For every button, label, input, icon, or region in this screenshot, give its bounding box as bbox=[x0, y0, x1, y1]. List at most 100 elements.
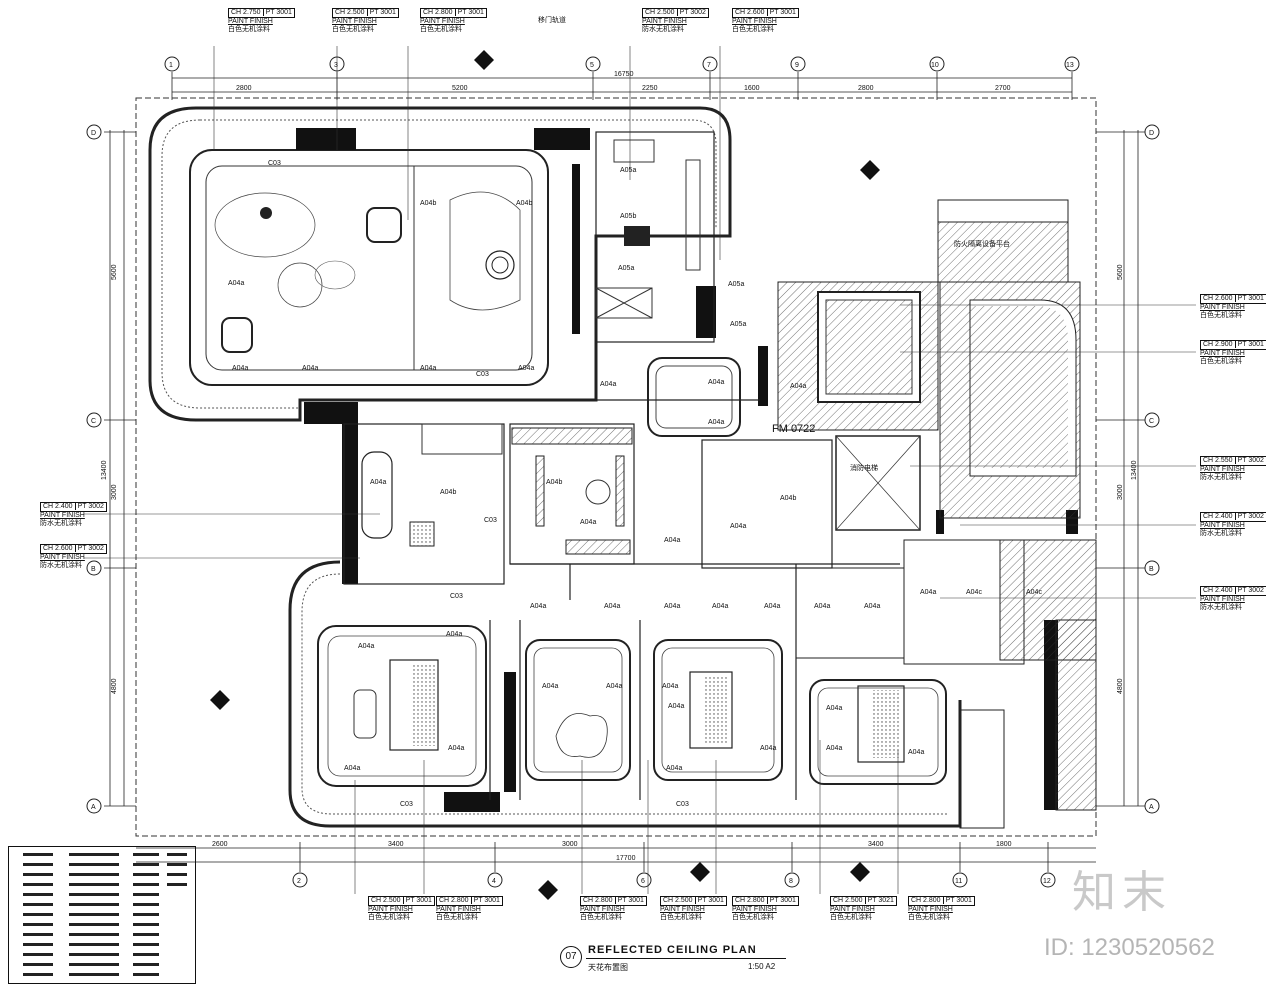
room-code: A04a bbox=[664, 603, 680, 610]
grid-left-A: A bbox=[91, 804, 96, 811]
room-code: A04a bbox=[228, 280, 244, 287]
legend-table bbox=[8, 846, 196, 984]
room-code: A04b bbox=[780, 495, 796, 502]
grid-bubbles-bottom bbox=[292, 872, 1056, 888]
grid-right-D: D bbox=[1149, 130, 1154, 137]
site-boundary bbox=[135, 97, 1097, 837]
grid-bottom-6: 6 bbox=[641, 878, 645, 885]
room-code: C03 bbox=[484, 517, 497, 524]
grid-bottom-12: 12 bbox=[1043, 878, 1051, 885]
room-code: A04a bbox=[420, 365, 436, 372]
dim-left-2: 3000 bbox=[111, 484, 118, 500]
room-code: A04a bbox=[446, 631, 462, 638]
room-code: A04a bbox=[712, 603, 728, 610]
grid-top-7: 7 bbox=[707, 62, 711, 69]
bathroom-1 bbox=[343, 423, 505, 585]
room-code: C03 bbox=[450, 593, 463, 600]
grid-top-3: 3 bbox=[334, 62, 338, 69]
room-code: A04a bbox=[518, 365, 534, 372]
dim-left-3: 4800 bbox=[111, 678, 118, 694]
room-code: A04a bbox=[764, 603, 780, 610]
room-code: A04a bbox=[864, 603, 880, 610]
room-code: A04a bbox=[708, 379, 724, 386]
room-code: A04a bbox=[370, 479, 386, 486]
room-code: A04b bbox=[546, 479, 562, 486]
kitchen bbox=[595, 131, 715, 343]
grid-right-A: A bbox=[1149, 804, 1154, 811]
dim-bottom-1: 2600 bbox=[212, 841, 228, 848]
grid-top-13: 13 bbox=[1066, 62, 1074, 69]
room-code: A04b bbox=[440, 489, 456, 496]
dim-right-3: 4800 bbox=[1117, 678, 1124, 694]
grid-bubbles-top bbox=[164, 56, 1080, 72]
fire-lift bbox=[835, 435, 921, 531]
grid-bottom-11: 11 bbox=[955, 878, 962, 885]
room-code: A04a bbox=[604, 603, 620, 610]
room-code: C03 bbox=[400, 801, 413, 808]
room-code: A04a bbox=[760, 745, 776, 752]
room-code: A04b bbox=[420, 200, 436, 207]
room-code: A04a bbox=[580, 519, 596, 526]
room-code: A05a bbox=[730, 321, 746, 328]
dim-top-6: 2700 bbox=[995, 85, 1011, 92]
dim-bottom-3: 3000 bbox=[562, 841, 578, 848]
dim-right-2: 3000 bbox=[1117, 484, 1124, 500]
room-code: A04a bbox=[542, 683, 558, 690]
dim-top-total: 16750 bbox=[614, 71, 634, 78]
service-rooms bbox=[701, 439, 833, 569]
room-code: A04a bbox=[664, 537, 680, 544]
bedroom-ceilings bbox=[317, 625, 947, 787]
room-code: C03 bbox=[676, 801, 689, 808]
watermark-brand: 知末 bbox=[1072, 868, 1172, 917]
room-code: A04a bbox=[448, 745, 464, 752]
room-code: A04a bbox=[790, 383, 806, 390]
grid-right-C: C bbox=[1149, 418, 1154, 425]
room-code: A04a bbox=[668, 703, 684, 710]
room-code: A04a bbox=[708, 419, 724, 426]
grid-top-10: 10 bbox=[931, 62, 939, 69]
watermark-id: ID: 1230520562 bbox=[1044, 934, 1215, 961]
tag-leaders bbox=[84, 46, 1196, 894]
dim-top-4: 1600 bbox=[744, 85, 760, 92]
grid-left-D: D bbox=[91, 130, 96, 137]
room-code: A04a bbox=[358, 643, 374, 650]
grid-left-C: C bbox=[91, 418, 96, 425]
dim-right-total: 13400 bbox=[1131, 460, 1138, 480]
dim-left-1: 5600 bbox=[111, 264, 118, 280]
fire-platform-note: 防火隔离设备平台 bbox=[954, 239, 1010, 248]
grid-bottom-2: 2 bbox=[297, 878, 301, 885]
room-code: A04a bbox=[600, 381, 616, 388]
room-code: A04a bbox=[826, 705, 842, 712]
room-code: A05a bbox=[620, 167, 636, 174]
grid-top-1: 1 bbox=[169, 62, 173, 69]
room-code: A04a bbox=[920, 589, 936, 596]
dim-right-1: 5600 bbox=[1117, 264, 1124, 280]
room-code: A04a bbox=[232, 365, 248, 372]
dim-left-total: 13400 bbox=[101, 460, 108, 480]
room-code: A04b bbox=[516, 200, 532, 207]
drawing-title: REFLECTED CEILING PLAN bbox=[588, 944, 757, 956]
door-track-note: 移门轨道 bbox=[538, 15, 566, 24]
room-code: A04a bbox=[730, 523, 746, 530]
drawing-scale: 1:50 A2 bbox=[748, 962, 776, 971]
section-markers bbox=[210, 50, 880, 900]
room-code: A04c bbox=[966, 589, 982, 596]
dim-bottom-2: 3400 bbox=[388, 841, 404, 848]
beds bbox=[353, 659, 905, 763]
living-ceiling-panel bbox=[205, 165, 533, 371]
dim-bottom-5: 1800 bbox=[996, 841, 1012, 848]
